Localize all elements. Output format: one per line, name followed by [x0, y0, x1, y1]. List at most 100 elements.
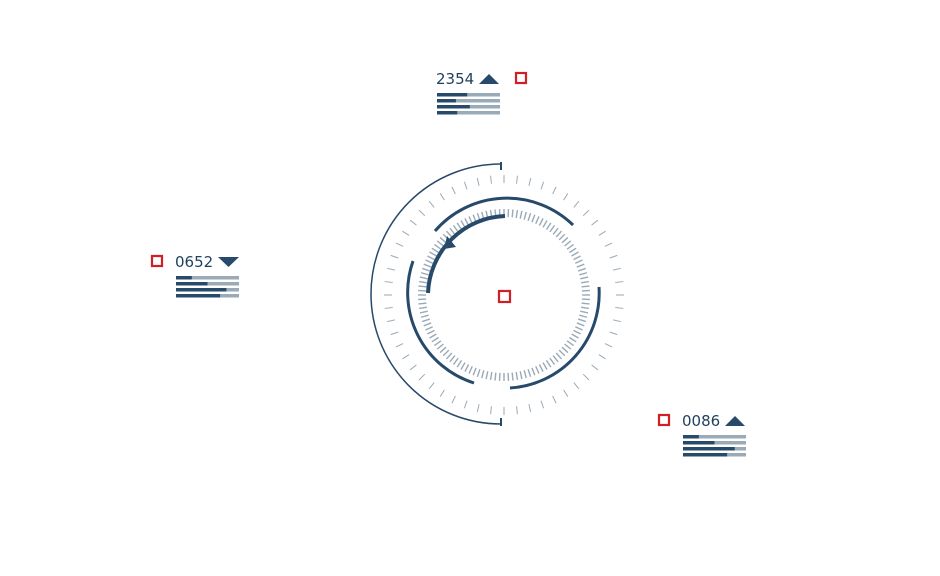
bar-fill	[176, 276, 192, 280]
outer-tick	[390, 254, 399, 259]
inner-tick-ring	[418, 209, 590, 381]
outer-tick	[591, 364, 599, 371]
inner-tick	[542, 220, 548, 228]
inner-tick	[581, 285, 590, 288]
inner-tick	[452, 225, 459, 233]
outer-tick	[516, 406, 518, 415]
outer-tick	[609, 254, 618, 259]
outer-tick	[409, 219, 417, 226]
inner-tick	[515, 371, 519, 381]
inner-tick	[581, 302, 590, 305]
outer-tick	[613, 267, 622, 271]
outer-tick	[439, 389, 445, 397]
inner-tick	[519, 210, 523, 219]
bar-track	[683, 435, 746, 439]
readout-top-marker[interactable]	[514, 71, 528, 85]
inner-tick	[423, 263, 432, 268]
inner-tick	[445, 352, 453, 360]
outer-tick	[439, 193, 445, 201]
inner-tick	[527, 368, 532, 378]
inner-tick	[418, 306, 428, 310]
inner-tick	[494, 372, 497, 381]
outer-tick	[528, 177, 532, 186]
outer-tick	[490, 406, 492, 415]
inner-tick	[579, 314, 588, 318]
inner-tick	[574, 259, 583, 264]
inner-tick	[421, 318, 431, 323]
bar-fill	[683, 447, 735, 451]
inner-tick	[527, 212, 532, 222]
outer-tick	[463, 400, 468, 409]
inner-tick	[429, 333, 437, 339]
center-marker[interactable]	[497, 289, 512, 304]
outer-tick	[552, 186, 557, 195]
inner-tick	[523, 211, 527, 220]
bar-track	[176, 276, 239, 280]
outer-tick	[563, 389, 569, 397]
inner-tick	[577, 267, 587, 272]
inner-tick	[555, 230, 563, 238]
inner-tick	[538, 364, 544, 372]
inner-tick	[456, 360, 463, 368]
inner-tick	[549, 225, 556, 233]
readout-right-marker[interactable]	[657, 413, 671, 427]
outer-tick	[609, 331, 618, 336]
inner-tick	[439, 236, 447, 244]
outer-tick	[476, 404, 480, 413]
inner-tick	[573, 329, 581, 335]
inner-tick	[549, 357, 556, 365]
inner-tick	[431, 336, 439, 343]
inner-tick	[434, 340, 442, 347]
inner-tick	[511, 372, 514, 381]
inner-tick	[538, 218, 544, 226]
inner-tick	[576, 322, 585, 327]
outer-tick	[563, 193, 569, 201]
readout-right-value: 0086	[682, 412, 720, 430]
bar-track	[437, 93, 500, 97]
inner-tick	[577, 318, 587, 323]
inner-tick	[545, 360, 552, 368]
inner-tick	[511, 209, 514, 218]
readout-left: 0652	[150, 253, 239, 298]
outer-tick	[428, 200, 435, 208]
inner-tick	[425, 326, 434, 331]
inner-tick	[558, 233, 566, 241]
inner-tick	[472, 367, 477, 376]
inner-tick	[449, 227, 456, 235]
bar-fill	[176, 282, 208, 286]
outer-tick	[386, 267, 395, 271]
triangle-up-icon	[479, 74, 499, 84]
inner-tick	[571, 251, 579, 257]
inner-tick	[576, 263, 585, 268]
inner-tick	[445, 230, 453, 238]
inner-tick	[571, 333, 579, 339]
readout-right-bars	[683, 435, 746, 457]
outer-tick	[591, 219, 599, 226]
outer-tick	[395, 242, 404, 247]
inner-tick	[431, 247, 439, 254]
inner-tick	[519, 371, 523, 380]
inner-tick	[429, 251, 437, 257]
readout-top-bars	[437, 93, 500, 115]
inner-tick	[485, 371, 489, 380]
inner-tick	[418, 285, 427, 288]
progress-arrow-icon	[444, 236, 456, 249]
bar-fill	[683, 453, 728, 457]
inner-tick	[569, 247, 577, 254]
inner-tick	[535, 365, 540, 374]
outer-tick	[490, 175, 492, 184]
outer-tick	[540, 181, 545, 190]
inner-tick	[452, 357, 459, 365]
middle-arc-left	[406, 260, 475, 385]
inner-tick	[564, 343, 572, 350]
outer-tick	[384, 307, 393, 309]
bar-track	[437, 111, 500, 115]
inner-tick	[419, 276, 428, 280]
inner-tick	[436, 240, 444, 247]
readout-left-marker[interactable]	[150, 254, 164, 268]
inner-tick	[535, 216, 540, 225]
inner-tick	[555, 352, 563, 360]
inner-tick	[569, 336, 577, 343]
inner-tick	[419, 310, 428, 314]
